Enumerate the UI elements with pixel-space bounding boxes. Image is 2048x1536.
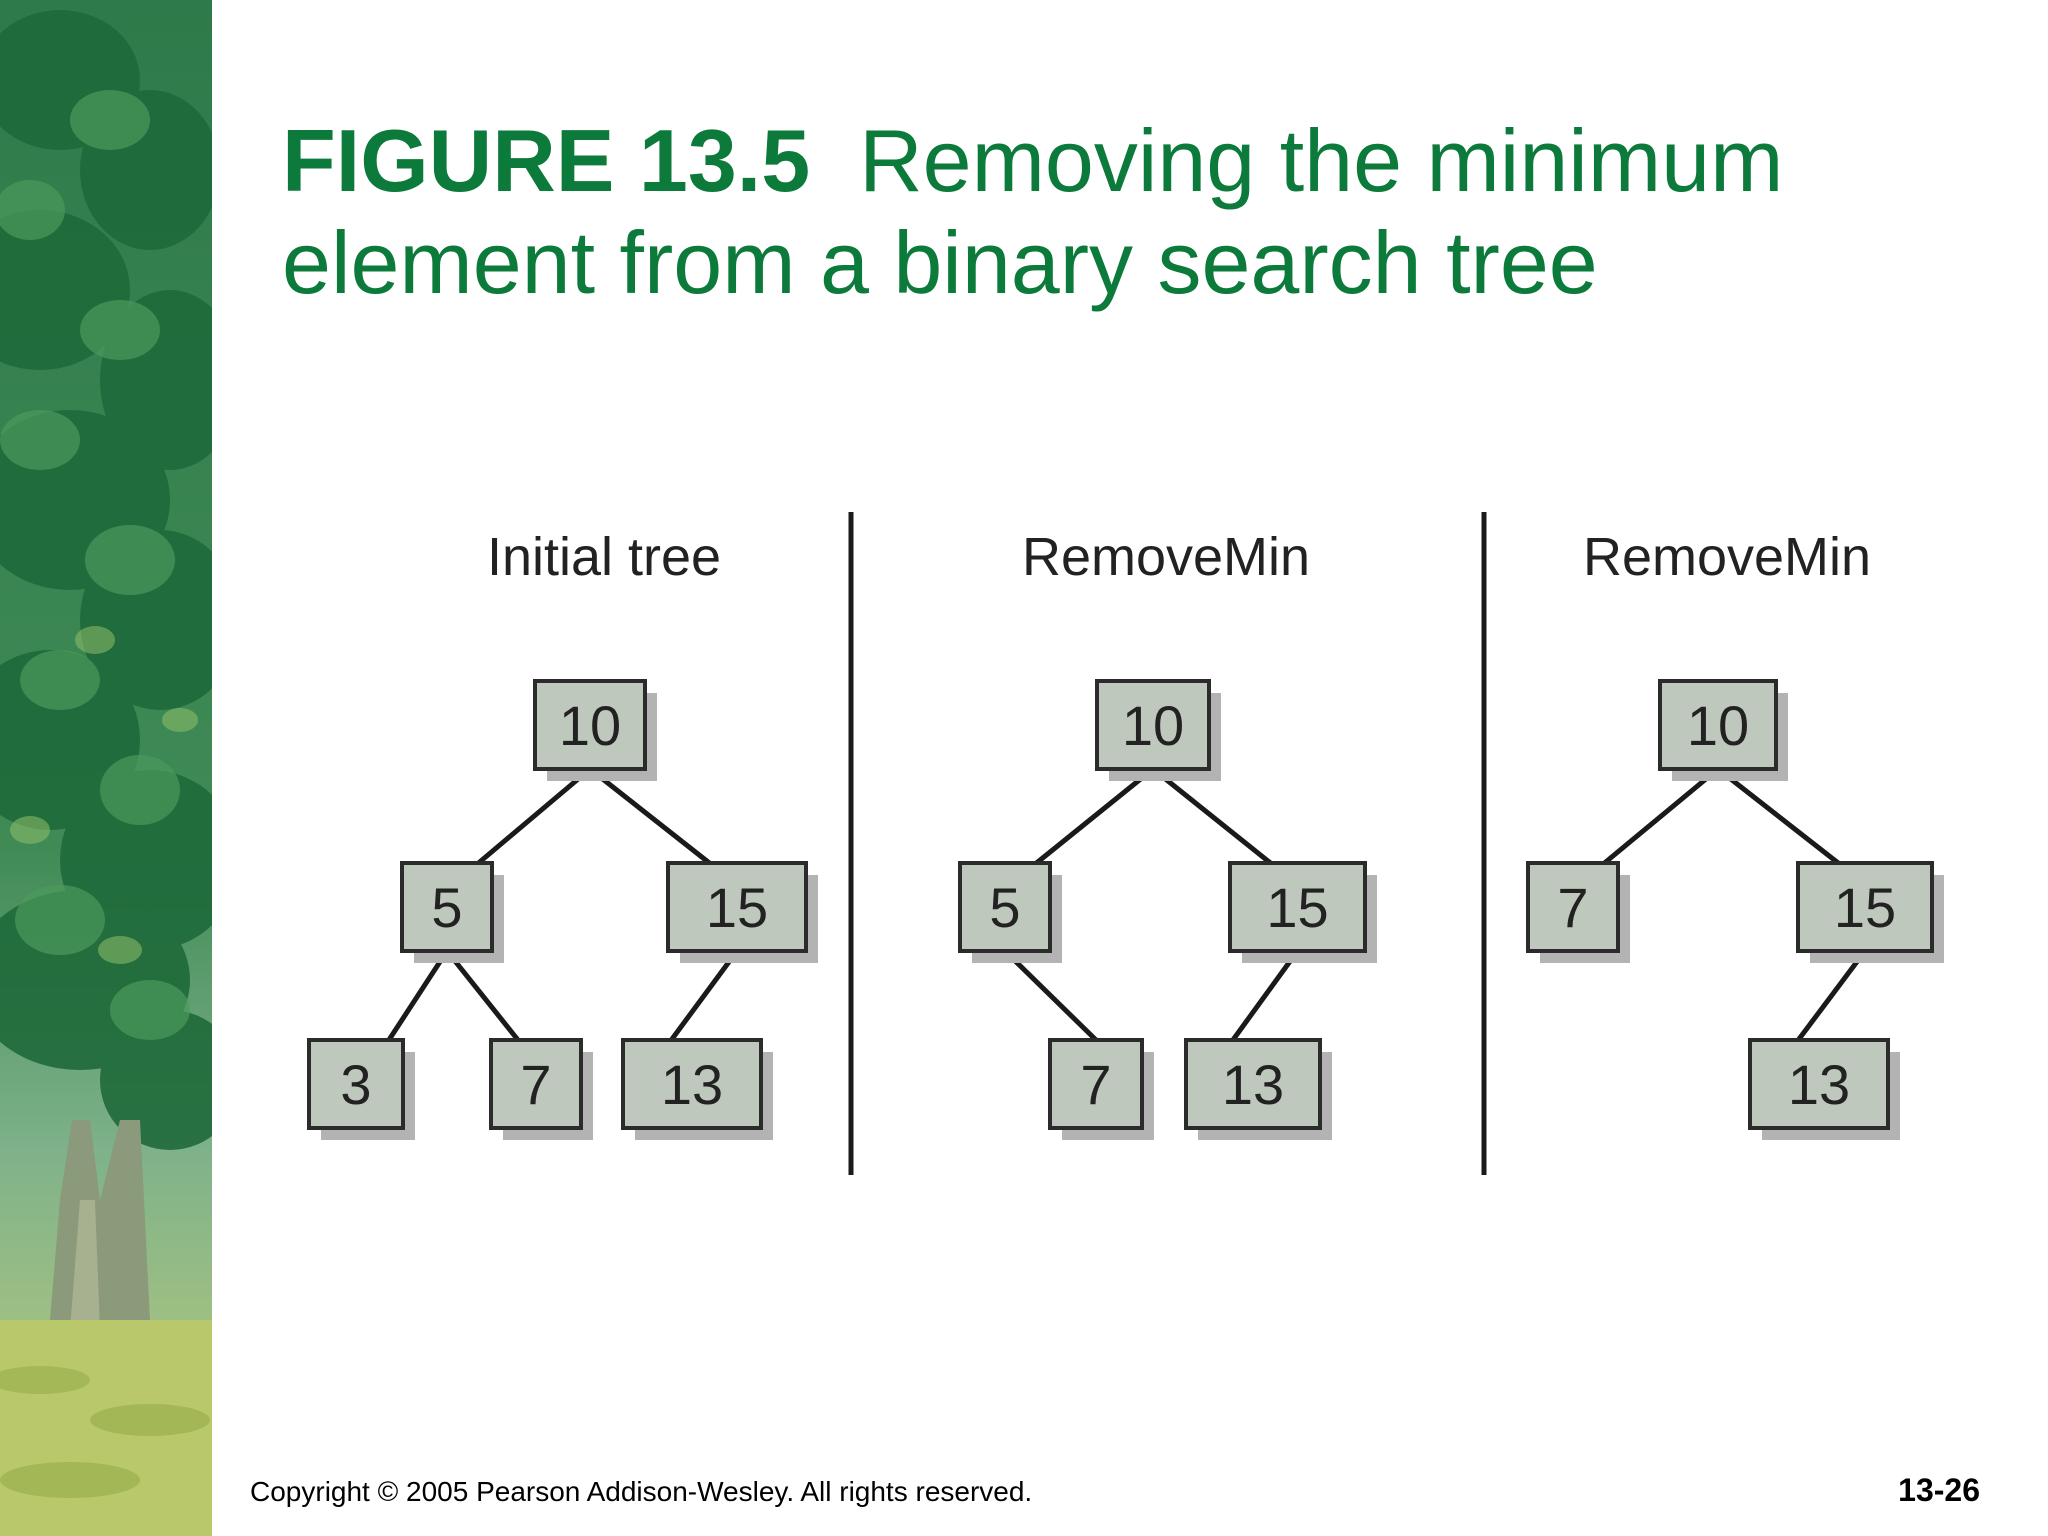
node-box — [1658, 679, 1778, 771]
tree-edge — [1003, 949, 1098, 1042]
tree-node-15: 15 — [1796, 861, 1944, 963]
node-box — [400, 861, 494, 953]
node-box — [533, 679, 647, 771]
tree-background-image — [0, 0, 212, 1536]
tree-edge — [1230, 949, 1300, 1042]
node-label: 7 — [1557, 876, 1588, 939]
tree-node-7: 7 — [1048, 1038, 1154, 1140]
tree-node-13: 13 — [621, 1038, 773, 1140]
tree-node-7: 7 — [489, 1038, 593, 1140]
tree-panel: RemoveMin 10 7 15 13 — [1526, 527, 1944, 1140]
tree-node-3: 3 — [307, 1038, 415, 1140]
tree-edge — [1796, 949, 1868, 1042]
tree-node-5: 5 — [400, 861, 504, 963]
figure-label: FIGURE 13.5 — [282, 111, 811, 210]
tree-panel: RemoveMin 10 5 15 7 13 — [958, 527, 1377, 1140]
panel-title: RemoveMin — [1583, 527, 1871, 587]
tree-edge — [1716, 767, 1840, 865]
tree-node-13: 13 — [1748, 1038, 1900, 1140]
node-box — [1748, 1038, 1890, 1130]
node-box — [1048, 1038, 1144, 1130]
node-box — [1228, 861, 1367, 953]
node-box — [1184, 1038, 1322, 1130]
tree-edge — [1602, 767, 1720, 865]
tree-node-15: 15 — [666, 861, 818, 963]
tree-edge — [1151, 767, 1273, 865]
tree-edge — [588, 767, 711, 865]
node-box — [666, 861, 808, 953]
tree-edge — [386, 949, 450, 1042]
node-box — [621, 1038, 763, 1130]
tree-edge — [445, 949, 520, 1042]
figure-caption: Removing the minimum element from a bina… — [282, 111, 1784, 312]
node-label: 7 — [1080, 1053, 1111, 1116]
tree-node-10: 10 — [533, 679, 657, 781]
node-label: 10 — [1687, 694, 1749, 757]
node-box — [489, 1038, 583, 1130]
node-label: 5 — [989, 876, 1020, 939]
slide-title: FIGURE 13.5 Removing the minimum element… — [282, 110, 1982, 314]
node-label: 13 — [1222, 1053, 1284, 1116]
tree-edge — [669, 949, 740, 1042]
node-box — [1095, 679, 1211, 771]
tree-edge — [476, 767, 592, 865]
node-label: 15 — [706, 876, 768, 939]
node-label: 15 — [1266, 876, 1328, 939]
node-label: 15 — [1834, 876, 1896, 939]
panel-title: RemoveMin — [1022, 527, 1310, 587]
tree-node-15: 15 — [1228, 861, 1377, 963]
tree-node-7: 7 — [1526, 861, 1630, 963]
page-number: 13-26 — [1898, 1472, 1980, 1508]
copyright-notice: Copyright © 2005 Pearson Addison-Wesley.… — [250, 1476, 1033, 1507]
node-label: 13 — [1788, 1053, 1850, 1116]
node-label: 3 — [340, 1053, 371, 1116]
node-box — [1796, 861, 1934, 953]
node-label: 10 — [1122, 694, 1184, 757]
node-box — [307, 1038, 405, 1130]
tree-edge — [1034, 767, 1155, 865]
panel-title: Initial tree — [487, 527, 721, 587]
tree-node-10: 10 — [1658, 679, 1788, 781]
node-label: 7 — [520, 1053, 551, 1116]
node-label: 13 — [661, 1053, 723, 1116]
tree-panel: Initial tree 10 5 15 3 7 13 — [307, 527, 818, 1140]
node-box — [1526, 861, 1620, 953]
tree-node-13: 13 — [1184, 1038, 1332, 1140]
node-label: 5 — [431, 876, 462, 939]
tree-node-5: 5 — [958, 861, 1062, 963]
node-label: 10 — [559, 694, 621, 757]
node-box — [958, 861, 1052, 953]
tree-node-10: 10 — [1095, 679, 1221, 781]
